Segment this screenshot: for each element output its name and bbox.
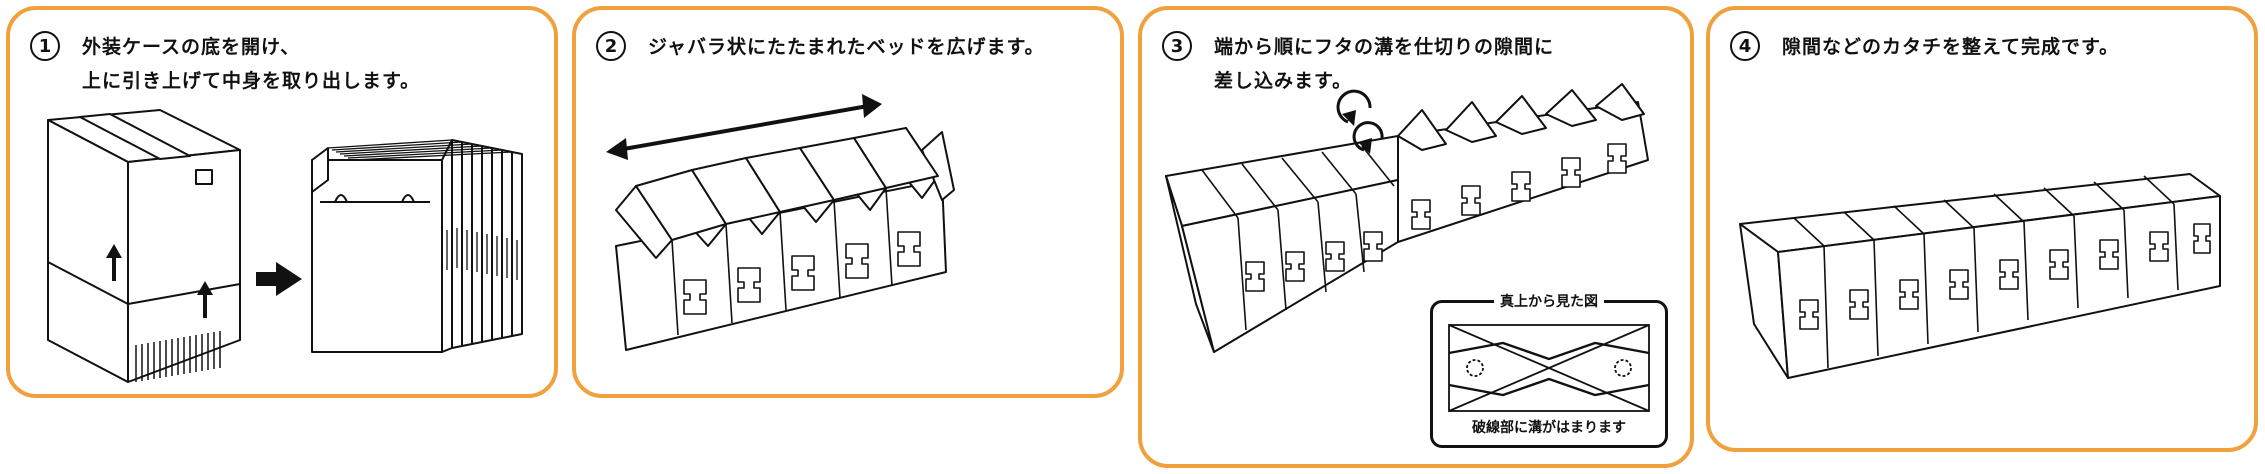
step-2-number-badge: 2 <box>596 31 626 61</box>
top-view-title: 真上から見た図 <box>1494 291 1604 311</box>
unfolded-bed-icon <box>615 127 955 351</box>
next-arrow-icon <box>256 262 302 296</box>
rotate-arrow-icon <box>1336 89 1384 154</box>
step-4-number: 4 <box>1738 35 1752 57</box>
step-3-instruction: 端から順にフタの溝を仕切りの隙間に 差し込みます。 <box>1214 36 1555 92</box>
step-1-header: 1 外装ケースの底を開け、 上に引き上げて中身を取り出します。 <box>30 30 420 98</box>
folded-bed-icon <box>311 139 523 353</box>
case-box-icon <box>47 109 241 383</box>
step-2-instruction: ジャバラ状にたたまれたベッドを広げます。 <box>648 36 1045 58</box>
step-2-header: 2 ジャバラ状にたたまれたベッドを広げます。 <box>596 30 1045 64</box>
top-view-caption: 破線部に溝がはまります <box>1472 420 1626 436</box>
step-1-number: 1 <box>38 35 52 57</box>
completed-bed-icon <box>1739 173 2221 379</box>
step-1-instruction: 外装ケースの底を開け、 上に引き上げて中身を取り出します。 <box>82 36 421 92</box>
step-3-header: 3 端から順にフタの溝を仕切りの隙間に 差し込みます。 <box>1162 30 1554 98</box>
step-3-panel: 3 端から順にフタの溝を仕切りの隙間に 差し込みます。 <box>1138 6 1694 468</box>
step-1-panel: 1 外装ケースの底を開け、 上に引き上げて中身を取り出します。 <box>6 6 558 398</box>
step-4-header: 4 隙間などのカタチを整えて完成です。 <box>1730 30 2119 64</box>
step-1-number-badge: 1 <box>30 31 60 61</box>
step-3-number: 3 <box>1170 35 1184 57</box>
top-view-inset: 真上から見た図 破線部に溝がはまります <box>1430 291 1668 448</box>
step-4-panel: 4 隙間などのカタチを整えて完成です。 <box>1706 6 2258 452</box>
step-4-instruction: 隙間などのカタチを整えて完成です。 <box>1782 36 2120 58</box>
partially-assembled-bed-icon <box>1165 135 1399 353</box>
step-2-panel: 2 ジャバラ状にたたまれたベッドを広げます。 <box>572 6 1124 398</box>
step-3-number-badge: 3 <box>1162 31 1192 61</box>
top-view-diagram-icon <box>1448 324 1650 412</box>
step-2-illustration <box>576 10 1120 394</box>
step-4-illustration <box>1710 10 2254 448</box>
step-3-illustration <box>1142 10 1690 464</box>
step-4-number-badge: 4 <box>1730 31 1760 61</box>
step-1-illustration <box>10 10 554 394</box>
expand-arrow-icon <box>606 94 882 160</box>
step-2-number: 2 <box>604 35 618 57</box>
lift-up-arrow-icon <box>106 244 213 318</box>
